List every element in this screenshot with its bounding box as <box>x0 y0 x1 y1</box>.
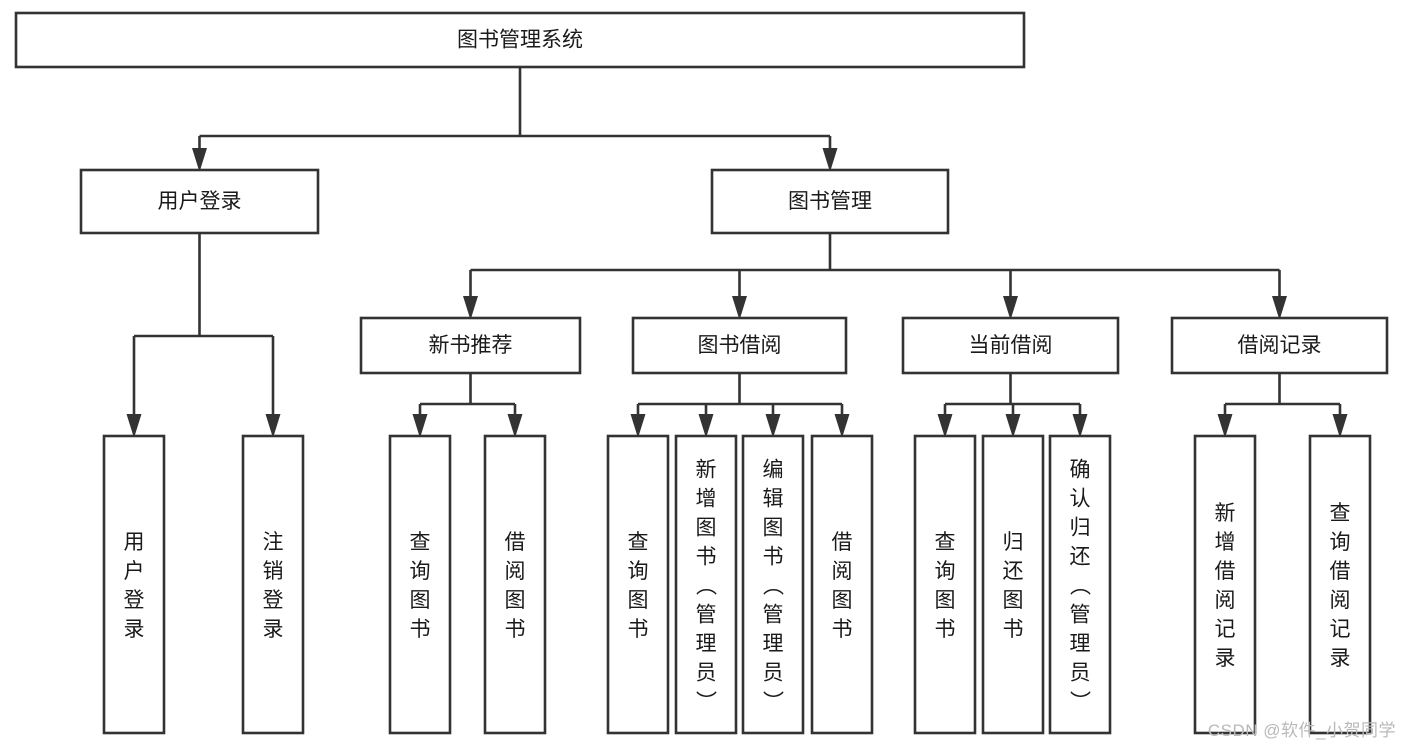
node-label: 查询图书 <box>935 531 956 641</box>
node-box <box>631 316 848 375</box>
node-label: 用户登录 <box>158 190 242 213</box>
edge-arrowhead <box>265 414 281 438</box>
edge-arrowhead <box>192 148 207 172</box>
edge-arrowhead <box>732 296 747 320</box>
node-label: 图书管理系统 <box>457 29 583 52</box>
node-box <box>913 434 977 735</box>
node-leaf-query-book-rec[interactable]: 查询图书 <box>388 434 452 735</box>
node-new-book-rec[interactable]: 新书推荐 <box>359 316 582 375</box>
node-box <box>901 316 1120 375</box>
node-label: 查询图书 <box>410 531 431 641</box>
edge-arrowhead <box>1332 414 1348 438</box>
node-user-login[interactable]: 用户登录 <box>79 168 320 235</box>
edge-arrowhead <box>412 414 428 438</box>
node-leaf-add-book[interactable]: 新增图书（管理员） <box>674 434 738 735</box>
node-label: 用户登录 <box>124 531 145 641</box>
node-label: 查询借阅记录 <box>1330 502 1351 670</box>
node-label: 图书借阅 <box>698 334 782 357</box>
node-root[interactable]: 图书管理系统 <box>14 11 1026 69</box>
node-label: 编辑图书（管理员） <box>763 459 785 714</box>
node-box <box>359 316 582 375</box>
edge-arrowhead <box>1217 414 1233 438</box>
node-label: 查询图书 <box>628 531 649 641</box>
node-label: 当前借阅 <box>969 334 1053 357</box>
node-box <box>14 11 1026 69</box>
edge-arrowhead <box>507 414 523 438</box>
node-book-manage[interactable]: 图书管理 <box>710 168 950 235</box>
edge-arrowhead <box>1005 414 1021 438</box>
node-leaf-add-record[interactable]: 新增借阅记录 <box>1193 434 1257 735</box>
edge-arrowhead <box>765 414 781 438</box>
node-leaf-query-record[interactable]: 查询借阅记录 <box>1308 434 1372 735</box>
node-leaf-query-book-current[interactable]: 查询图书 <box>913 434 977 735</box>
node-box <box>102 434 166 735</box>
node-box <box>1048 434 1112 735</box>
nodes-layer: 图书管理系统用户登录图书管理新书推荐图书借阅当前借阅借阅记录用户登录注销登录查询… <box>14 11 1389 735</box>
node-box <box>606 434 670 735</box>
node-label: 借阅图书 <box>505 531 526 641</box>
node-box <box>981 434 1045 735</box>
edge-arrowhead <box>463 296 478 320</box>
node-box <box>1308 434 1372 735</box>
watermark-label: CSDN @软件_小贺同学 <box>1207 721 1396 740</box>
node-box <box>1193 434 1257 735</box>
node-book-borrow[interactable]: 图书借阅 <box>631 316 848 375</box>
edge-arrowhead <box>1272 296 1287 320</box>
node-label: 确认归还（管理员） <box>1070 459 1092 714</box>
node-box <box>388 434 452 735</box>
edge-arrowhead <box>937 414 953 438</box>
node-current-borrow[interactable]: 当前借阅 <box>901 316 1120 375</box>
node-box <box>741 434 805 735</box>
node-leaf-confirm-return[interactable]: 确认归还（管理员） <box>1048 434 1112 735</box>
node-leaf-borrow-book-rec[interactable]: 借阅图书 <box>483 434 547 735</box>
node-label: 新书推荐 <box>429 334 513 357</box>
node-leaf-user-login[interactable]: 用户登录 <box>102 434 166 735</box>
edge-arrowhead <box>698 414 714 438</box>
node-box <box>79 168 320 235</box>
node-box <box>674 434 738 735</box>
node-leaf-return-book[interactable]: 归还图书 <box>981 434 1045 735</box>
node-box <box>483 434 547 735</box>
edge-arrowhead <box>1003 296 1018 320</box>
edges-layer <box>126 67 1348 438</box>
node-label: 借阅图书 <box>832 531 853 641</box>
node-leaf-user-logout[interactable]: 注销登录 <box>241 434 305 735</box>
node-box <box>810 434 874 735</box>
node-leaf-query-book-borrow[interactable]: 查询图书 <box>606 434 670 735</box>
node-label: 注销登录 <box>263 531 284 641</box>
edge-arrowhead <box>1072 414 1088 438</box>
node-box <box>710 168 950 235</box>
edge-arrowhead <box>822 148 838 172</box>
node-label: 借阅记录 <box>1238 334 1322 357</box>
node-label: 归还图书 <box>1003 531 1024 641</box>
node-label: 新增图书（管理员） <box>696 459 718 714</box>
edge-arrowhead <box>630 414 646 438</box>
node-label: 图书管理 <box>788 190 872 213</box>
node-box <box>241 434 305 735</box>
edge-arrowhead <box>126 414 142 438</box>
node-leaf-borrow-book[interactable]: 借阅图书 <box>810 434 874 735</box>
node-label: 新增借阅记录 <box>1215 502 1236 670</box>
edge-arrowhead <box>834 414 850 438</box>
node-borrow-record[interactable]: 借阅记录 <box>1170 316 1389 375</box>
node-leaf-edit-book[interactable]: 编辑图书（管理员） <box>741 434 805 735</box>
node-box <box>1170 316 1389 375</box>
